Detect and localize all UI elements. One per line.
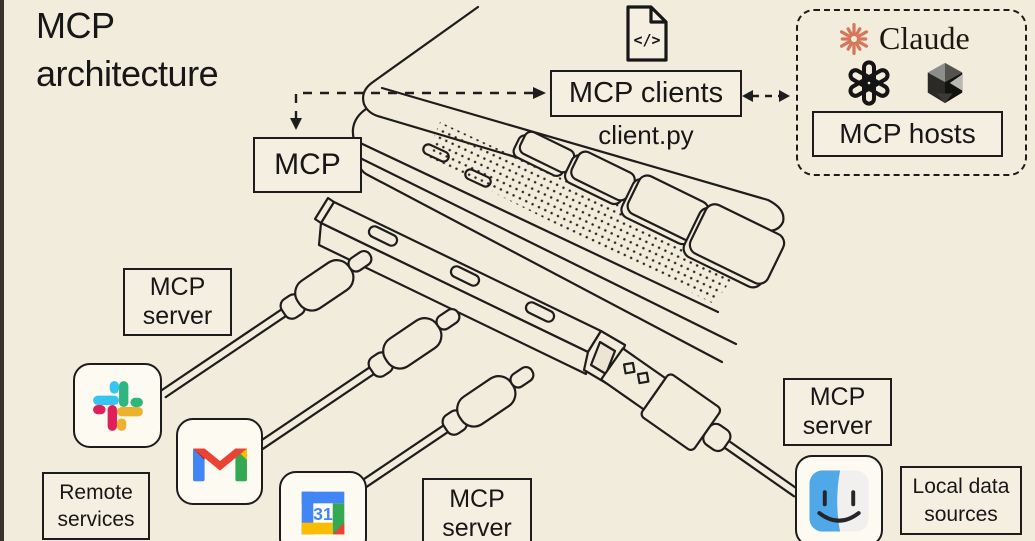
claude-starburst-icon: [839, 22, 869, 55]
gmail-app-tile: [176, 418, 263, 505]
mcp-server-label-finder: MCP server: [783, 378, 892, 446]
claude-wordmark: Claude: [879, 20, 970, 56]
server2-line1: MCP: [449, 485, 505, 514]
finder-icon: [809, 470, 869, 532]
slack-icon: [92, 380, 143, 431]
client-file-caption: client.py: [598, 120, 694, 150]
usb-cables: [160, 249, 800, 506]
title-line-2: architecture: [36, 52, 219, 94]
dark-cube-logo-icon: [927, 62, 963, 104]
laptop-illustration: [351, 5, 786, 364]
dashed-arrows: [290, 87, 790, 130]
calendar-day-number: 31: [313, 504, 333, 524]
speaker-grille: [425, 122, 744, 304]
usb-c-cable-slack: [160, 249, 373, 399]
mcp-hosts-label: MCP hosts: [812, 111, 1003, 157]
claude-brand: Claude: [836, 20, 970, 57]
mcp-hosts-group: [796, 9, 1027, 176]
remote-line1: Remote: [59, 480, 133, 504]
google-calendar-app-tile: 31: [279, 471, 367, 541]
mcp-clients-label: MCP clients: [550, 70, 742, 117]
remote-line2: services: [57, 508, 135, 531]
mcp-hosts-text: MCP hosts: [839, 117, 976, 149]
mcp-protocol-label: MCP: [253, 137, 362, 193]
local-line1: Local data: [912, 475, 1010, 499]
title-line-1: MCP: [36, 5, 115, 46]
usb-c-cable-gmail: [252, 307, 461, 454]
usb-hub: [313, 196, 627, 388]
laptop-lid-edge: [361, 5, 480, 106]
server2-line2: server: [442, 514, 512, 541]
mcp-server-label-calendar: MCP server: [422, 478, 532, 541]
keyboard-keys: [512, 130, 786, 289]
finder-app-tile: [795, 455, 883, 541]
local-line2: sources: [924, 502, 998, 526]
openai-logo-icon: [848, 60, 890, 106]
code-file-icon: </>: [626, 5, 668, 62]
page-title: MCP architecture: [36, 2, 219, 97]
server3-line2: server: [802, 412, 873, 440]
server3-line1: MCP: [809, 383, 866, 412]
mcp-label-text: MCP: [274, 147, 341, 181]
usb-a-plug: [600, 347, 800, 498]
code-glyph: </>: [633, 31, 660, 49]
remote-services-label: Remote services: [42, 472, 150, 540]
left-edge-strip: [0, 0, 4, 541]
host-app-logos: [846, 60, 968, 106]
slack-app-tile: [73, 363, 162, 448]
usb-c-cable-calendar: [334, 365, 535, 506]
local-data-sources-label: Local data sources: [900, 466, 1022, 535]
mcp-server-label-slack: MCP server: [123, 268, 232, 336]
server1-line2: server: [142, 302, 213, 330]
google-calendar-icon: 31: [301, 491, 345, 535]
mcp-clients-text: MCP clients: [568, 76, 724, 109]
server1-line1: MCP: [149, 273, 206, 302]
gmail-icon: [192, 448, 247, 481]
